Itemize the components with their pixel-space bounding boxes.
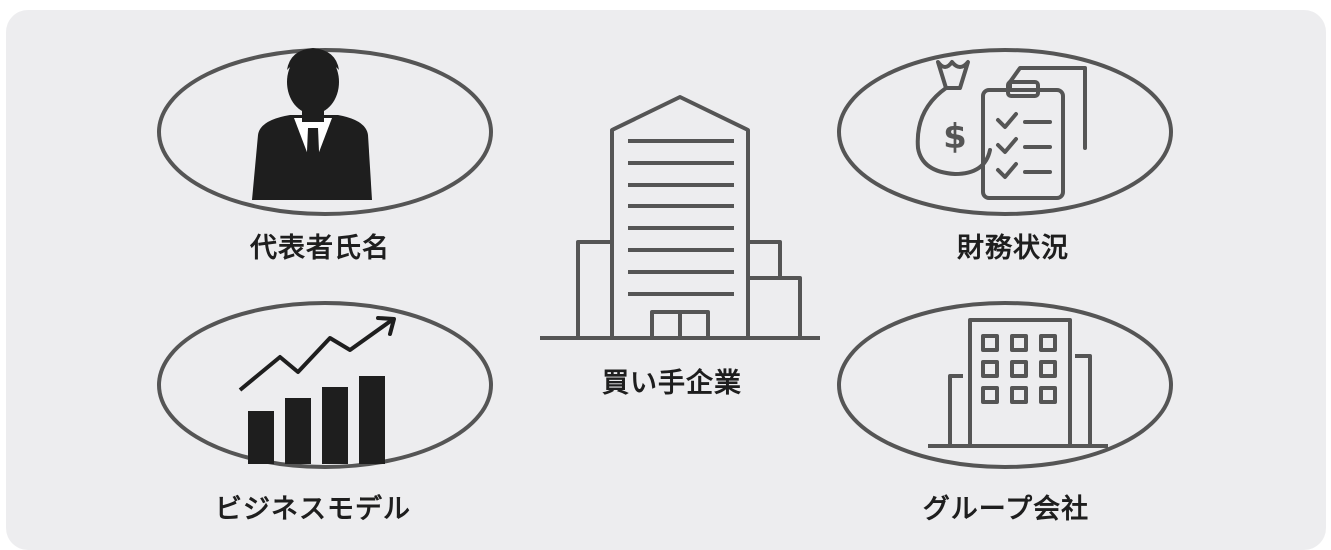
- representative-ellipse: [157, 48, 493, 216]
- money-bag-checklist-icon: $: [915, 60, 1087, 200]
- diagram-panel: [6, 10, 1326, 550]
- growth-bar-chart-icon: [238, 316, 396, 464]
- center-label: 買い手企業: [602, 368, 742, 399]
- financial-label: 財務状況: [957, 233, 1069, 264]
- svg-text:$: $: [943, 117, 967, 157]
- buyer-company-building-icon: [540, 95, 820, 340]
- group-companies-ellipse: [837, 301, 1173, 469]
- businessman-icon: [252, 48, 372, 200]
- business-model-label: ビジネスモデル: [215, 494, 411, 525]
- group-companies-label: グループ会社: [922, 494, 1090, 525]
- business-model-ellipse: [157, 301, 493, 469]
- diagram-canvas: $: [157, 48, 1173, 469]
- representative-label: 代表者氏名: [250, 233, 390, 264]
- financial-ellipse: [837, 48, 1173, 216]
- office-building-icon: [928, 318, 1108, 448]
